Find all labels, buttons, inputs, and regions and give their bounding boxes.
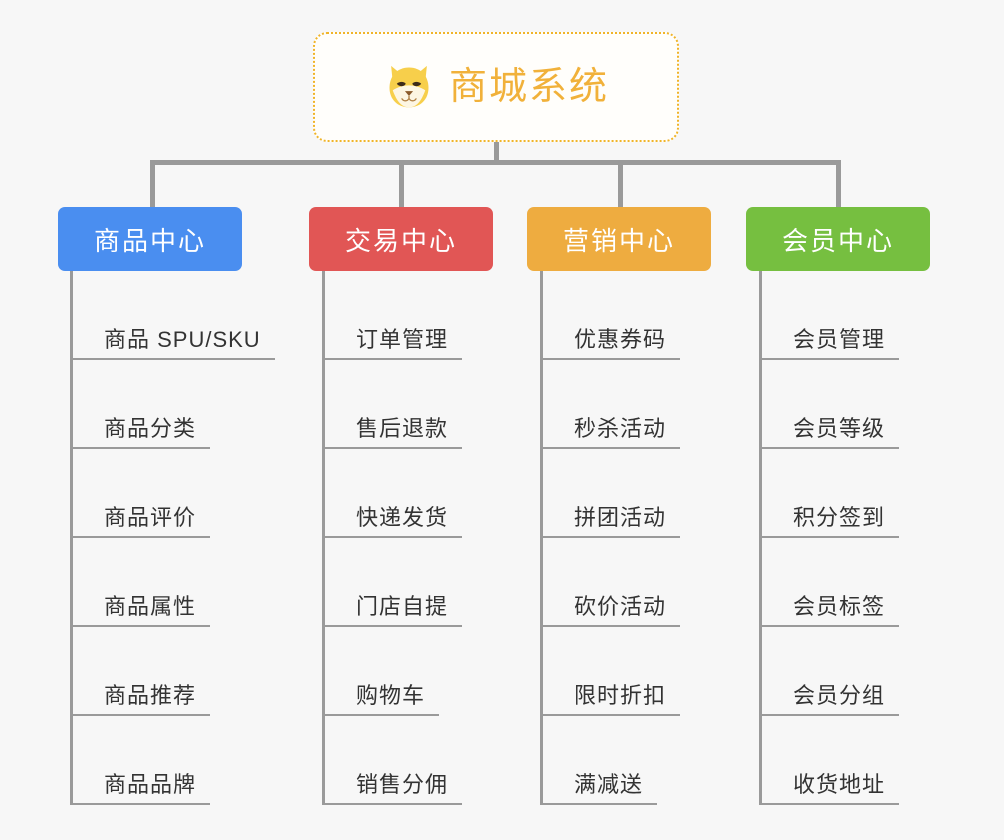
leaf-item-label: 秒杀活动 <box>574 415 667 441</box>
leaf-item-label: 商品分类 <box>104 415 197 441</box>
leaf-item-label: 会员等级 <box>793 415 886 441</box>
leaf-item[interactable]: 会员等级 <box>759 360 899 449</box>
leaf-item-label: 商品推荐 <box>104 682 197 708</box>
category-header-label: 交易中心 <box>344 225 457 256</box>
leaf-item[interactable]: 秒杀活动 <box>540 360 680 449</box>
leaf-item[interactable]: 会员分组 <box>759 627 899 716</box>
root-node-mall-system[interactable]: 商城系统 <box>313 32 679 142</box>
leaf-rail <box>540 271 543 805</box>
leaf-item-label: 商品评价 <box>104 504 197 530</box>
leaf-item[interactable]: 购物车 <box>322 627 439 716</box>
leaf-rail <box>70 271 73 805</box>
connector-drop-2 <box>399 160 404 208</box>
leaf-item[interactable]: 满减送 <box>540 716 657 805</box>
leaf-item-label: 会员管理 <box>793 326 886 352</box>
leaf-item[interactable]: 快递发货 <box>322 449 462 538</box>
leaf-item[interactable]: 限时折扣 <box>540 627 680 716</box>
leaf-item-label: 商品品牌 <box>104 771 197 797</box>
category-header-marketing[interactable]: 营销中心 <box>527 207 711 271</box>
leaf-item[interactable]: 砍价活动 <box>540 538 680 627</box>
leaf-item-label: 购物车 <box>356 682 426 708</box>
leaf-item-label: 砍价活动 <box>574 593 667 619</box>
leaf-item-label: 会员分组 <box>793 682 886 708</box>
category-header-member[interactable]: 会员中心 <box>746 207 930 271</box>
root-node-title: 商城系统 <box>448 66 609 108</box>
leaf-item-label: 订单管理 <box>356 326 449 352</box>
connector-drop-4 <box>836 160 841 208</box>
leaf-item[interactable]: 销售分佣 <box>322 716 462 805</box>
leaf-rail <box>322 271 325 805</box>
leaf-item-label: 收货地址 <box>793 771 886 797</box>
leaf-item-label: 商品属性 <box>104 593 197 619</box>
leaf-item[interactable]: 商品 SPU/SKU <box>70 271 275 360</box>
leaf-item[interactable]: 订单管理 <box>322 271 462 360</box>
leaf-item[interactable]: 商品推荐 <box>70 627 210 716</box>
leaf-column-trade: 订单管理 售后退款 快递发货 门店自提 购物车 销售分佣 <box>322 271 462 805</box>
category-header-label: 会员中心 <box>781 225 894 256</box>
leaf-item[interactable]: 商品分类 <box>70 360 210 449</box>
category-header-product[interactable]: 商品中心 <box>58 207 242 271</box>
leaf-item-label: 门店自提 <box>356 593 449 619</box>
leaf-item-label: 积分签到 <box>793 504 886 530</box>
connector-drop-3 <box>618 160 623 208</box>
leaf-item[interactable]: 商品属性 <box>70 538 210 627</box>
connector-horizontal-bus <box>150 160 840 165</box>
leaf-item-label: 满减送 <box>574 771 644 797</box>
leaf-column-member: 会员管理 会员等级 积分签到 会员标签 会员分组 收货地址 <box>759 271 899 805</box>
leaf-item-label: 会员标签 <box>793 593 886 619</box>
leaf-item-label: 快递发货 <box>356 504 449 530</box>
leaf-item-label: 限时折扣 <box>574 682 667 708</box>
leaf-item[interactable]: 售后退款 <box>322 360 462 449</box>
leaf-column-marketing: 优惠券码 秒杀活动 拼团活动 砍价活动 限时折扣 满减送 <box>540 271 680 805</box>
leaf-item[interactable]: 优惠券码 <box>540 271 680 360</box>
connector-root-stem <box>494 142 499 164</box>
leaf-item[interactable]: 商品品牌 <box>70 716 210 805</box>
connector-drop-1 <box>150 160 155 208</box>
category-header-trade[interactable]: 交易中心 <box>309 207 493 271</box>
leaf-item[interactable]: 拼团活动 <box>540 449 680 538</box>
leaf-item-label: 售后退款 <box>356 415 449 441</box>
leaf-item-label: 销售分佣 <box>356 771 449 797</box>
leaf-column-product: 商品 SPU/SKU 商品分类 商品评价 商品属性 商品推荐 商品品牌 <box>70 271 275 805</box>
leaf-item-label: 商品 SPU/SKU <box>104 326 261 352</box>
leaf-item[interactable]: 会员管理 <box>759 271 899 360</box>
leaf-item[interactable]: 门店自提 <box>322 538 462 627</box>
leaf-item[interactable]: 积分签到 <box>759 449 899 538</box>
leaf-item[interactable]: 商品评价 <box>70 449 210 538</box>
leaf-item[interactable]: 会员标签 <box>759 538 899 627</box>
shiba-dog-icon <box>389 65 429 108</box>
category-header-label: 营销中心 <box>562 225 675 256</box>
leaf-item[interactable]: 收货地址 <box>759 716 899 805</box>
leaf-rail <box>759 271 762 805</box>
category-header-label: 商品中心 <box>93 225 206 256</box>
leaf-item-label: 优惠券码 <box>574 326 667 352</box>
leaf-item-label: 拼团活动 <box>574 504 667 530</box>
